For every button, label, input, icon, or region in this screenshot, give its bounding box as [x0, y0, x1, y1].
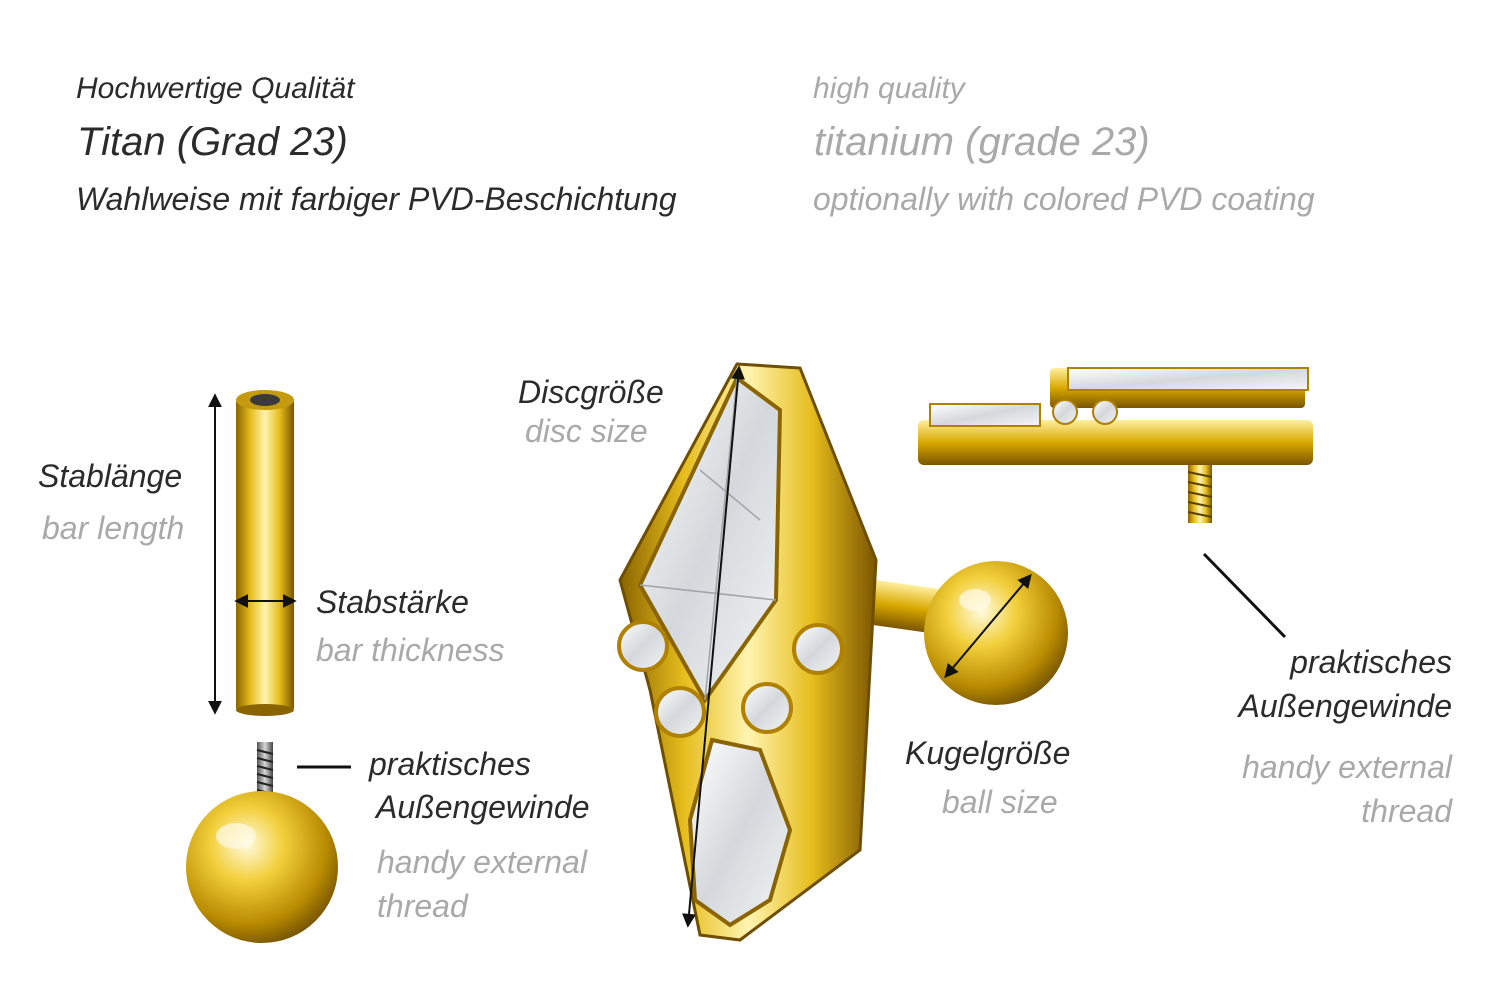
bar-thickness-label-de: Stabstärke [316, 584, 469, 620]
thread-right-label-de-1: praktisches [1290, 644, 1452, 680]
thread-left-label-en-1: handy external [377, 844, 587, 880]
disc-size-label-de: Discgröße [518, 374, 664, 410]
header-de-coating: Wahlweise mit farbiger PVD-Beschichtung [76, 181, 677, 217]
thread-left-label-de-2: Außengewinde [376, 789, 590, 825]
disc-size-arrow [682, 365, 745, 928]
thread-right-label-en-1: handy external [1242, 749, 1452, 785]
thread-left-label-de-1: praktisches [369, 746, 531, 782]
ball-size-arrow [944, 573, 1032, 679]
thread-right-label-en-2: thread [1361, 793, 1452, 829]
header-de-material: Titan (Grad 23) [77, 120, 348, 164]
header-en-material: titanium (grade 23) [814, 120, 1150, 164]
thread-left-label-en-2: thread [377, 888, 468, 924]
ball-with-thread-image [186, 742, 338, 943]
bar-length-label-en: bar length [42, 510, 185, 546]
bar-length-label-de: Stablänge [38, 458, 183, 494]
bar-image [236, 390, 294, 716]
header-en-coating: optionally with colored PVD coating [813, 181, 1315, 217]
header-en-quality: high quality [813, 72, 965, 105]
attachment-side-view-image [918, 367, 1313, 523]
ball-size-label-de: Kugelgröße [905, 735, 1071, 771]
thread-right-pointer [1202, 552, 1287, 639]
ball-size-label-en: ball size [942, 784, 1058, 820]
thread-right-label-de-2: Außengewinde [1238, 688, 1452, 724]
disc-size-label-en: disc size [525, 413, 648, 449]
header-de-quality: Hochwertige Qualität [76, 72, 355, 105]
bar-thickness-label-en: bar thickness [316, 632, 505, 668]
